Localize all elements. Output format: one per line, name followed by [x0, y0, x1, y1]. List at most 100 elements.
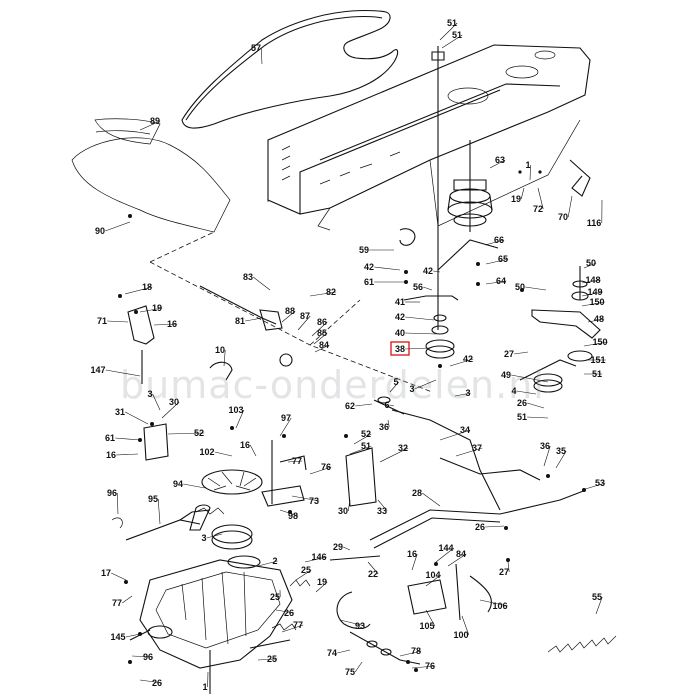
leader-line-p73: [291, 495, 320, 502]
part-number-p77c: 77: [293, 620, 303, 630]
leader-line-p42b: [433, 270, 441, 273]
leader-line-p85: [313, 332, 328, 345]
leader-line-p105: [425, 609, 436, 627]
leader-line-p88: [281, 310, 296, 323]
leader-line-p49: [511, 374, 549, 383]
leader-line-p37: [455, 447, 483, 457]
part-number-p86: 86: [317, 317, 327, 327]
part-number-p59: 59: [359, 245, 369, 255]
part-number-p17: 17: [101, 568, 111, 578]
leader-line-p27b: [507, 561, 510, 573]
leader-line-p52a: [167, 432, 205, 435]
leader-line-p148: [581, 279, 601, 284]
watermark-text: bumac-onderdelen.nl: [120, 363, 545, 407]
leader-line-p56: [423, 286, 433, 291]
leader-line-p35: [555, 450, 567, 469]
part-number-p22: 22: [368, 569, 378, 579]
leader-line-p65: [485, 258, 509, 265]
part-number-p94: 94: [173, 479, 183, 489]
part-number-p82: 82: [326, 287, 336, 297]
part-number-p2: 2: [272, 556, 277, 566]
leader-line-p2: [257, 560, 278, 567]
part-number-p77a: 77: [292, 456, 302, 466]
leader-line-p5: [389, 381, 399, 393]
part-number-p6: 6: [384, 400, 389, 410]
part-number-p1b: 1: [202, 682, 207, 692]
leader-line-p33: [377, 499, 388, 512]
part-number-p96b: 96: [143, 652, 153, 662]
drive-belt-57: [181, 9, 399, 129]
leader-line-p19c: [315, 581, 328, 593]
part-number-p72: 72: [533, 204, 543, 214]
leader-line-p100: [461, 615, 470, 636]
leader-line-p104: [425, 574, 441, 587]
part-number-p42a: 42: [364, 262, 374, 272]
leader-line-p72: [537, 187, 544, 210]
leader-line-p95: [157, 498, 161, 525]
part-number-p25b: 25: [270, 592, 280, 602]
part-number-p28: 28: [412, 488, 422, 498]
leader-line-p42a: [374, 266, 401, 271]
leader-line-p29: [343, 546, 351, 551]
part-number-p148: 148: [585, 275, 600, 285]
part-number-p87: 87: [300, 311, 310, 321]
leader-line-p63: [489, 159, 506, 169]
part-number-p19c: 19: [317, 577, 327, 587]
leader-line-p62: [355, 403, 373, 407]
part-number-p70: 70: [558, 212, 568, 222]
part-number-p55: 55: [592, 592, 602, 602]
springs: [195, 507, 617, 653]
part-number-p29: 29: [333, 542, 343, 552]
hose-93: [336, 591, 371, 630]
leader-line-p16d: [411, 553, 418, 571]
leader-line-p147: [105, 369, 141, 377]
part-number-p106: 106: [492, 601, 507, 611]
part-number-p103: 103: [228, 405, 243, 415]
shift-lever-95: [111, 504, 211, 541]
part-number-p26c: 26: [284, 608, 294, 618]
leader-line-p70: [567, 195, 573, 218]
highlight-box-p38: [390, 341, 410, 356]
part-number-p51c: 51: [592, 369, 602, 379]
part-number-p4: 4: [511, 386, 516, 396]
leader-line-p82: [309, 291, 337, 297]
part-number-p19a: 19: [511, 194, 521, 204]
leader-line-p77c: [281, 624, 304, 633]
part-number-p3a: 3: [409, 384, 414, 394]
part-number-p16b: 16: [240, 440, 250, 450]
leader-line-p17: [111, 572, 127, 581]
part-number-p57: 57: [251, 43, 261, 53]
part-number-p16c: 16: [106, 450, 116, 460]
part-number-p41: 41: [395, 297, 405, 307]
frame-chassis: [149, 44, 591, 393]
part-number-p51b: 51: [452, 30, 462, 40]
part-number-p34: 34: [460, 425, 470, 435]
leader-line-p30a: [161, 401, 180, 419]
leader-line-p81: [245, 317, 263, 322]
leader-line-p31: [125, 411, 149, 425]
leader-line-p96b: [131, 655, 154, 658]
part-number-p35: 35: [556, 446, 566, 456]
leader-line-p102: [214, 451, 233, 457]
part-number-p144: 144: [438, 543, 453, 553]
part-number-p3b: 3: [465, 388, 470, 398]
leader-line-p71: [107, 320, 129, 323]
leader-line-p16a: [153, 323, 178, 326]
leader-line-p103: [235, 409, 245, 429]
part-number-p3c: 3: [147, 389, 152, 399]
part-number-p147: 147: [90, 365, 105, 375]
part-number-p49: 49: [501, 370, 511, 380]
part-number-p89: 89: [150, 116, 160, 126]
leader-line-p98: [279, 509, 299, 517]
part-number-p93: 93: [355, 621, 365, 631]
leader-line-p48: [587, 318, 605, 323]
part-number-p84b: 84: [456, 549, 466, 559]
leader-line-p16c: [116, 453, 139, 456]
leader-line-p64: [485, 280, 507, 285]
leader-line-p106: [479, 599, 508, 607]
part-number-p36a: 36: [379, 422, 389, 432]
leader-line-p149: [581, 291, 603, 297]
part-number-p95: 95: [148, 494, 158, 504]
part-number-p16d: 16: [407, 549, 417, 559]
